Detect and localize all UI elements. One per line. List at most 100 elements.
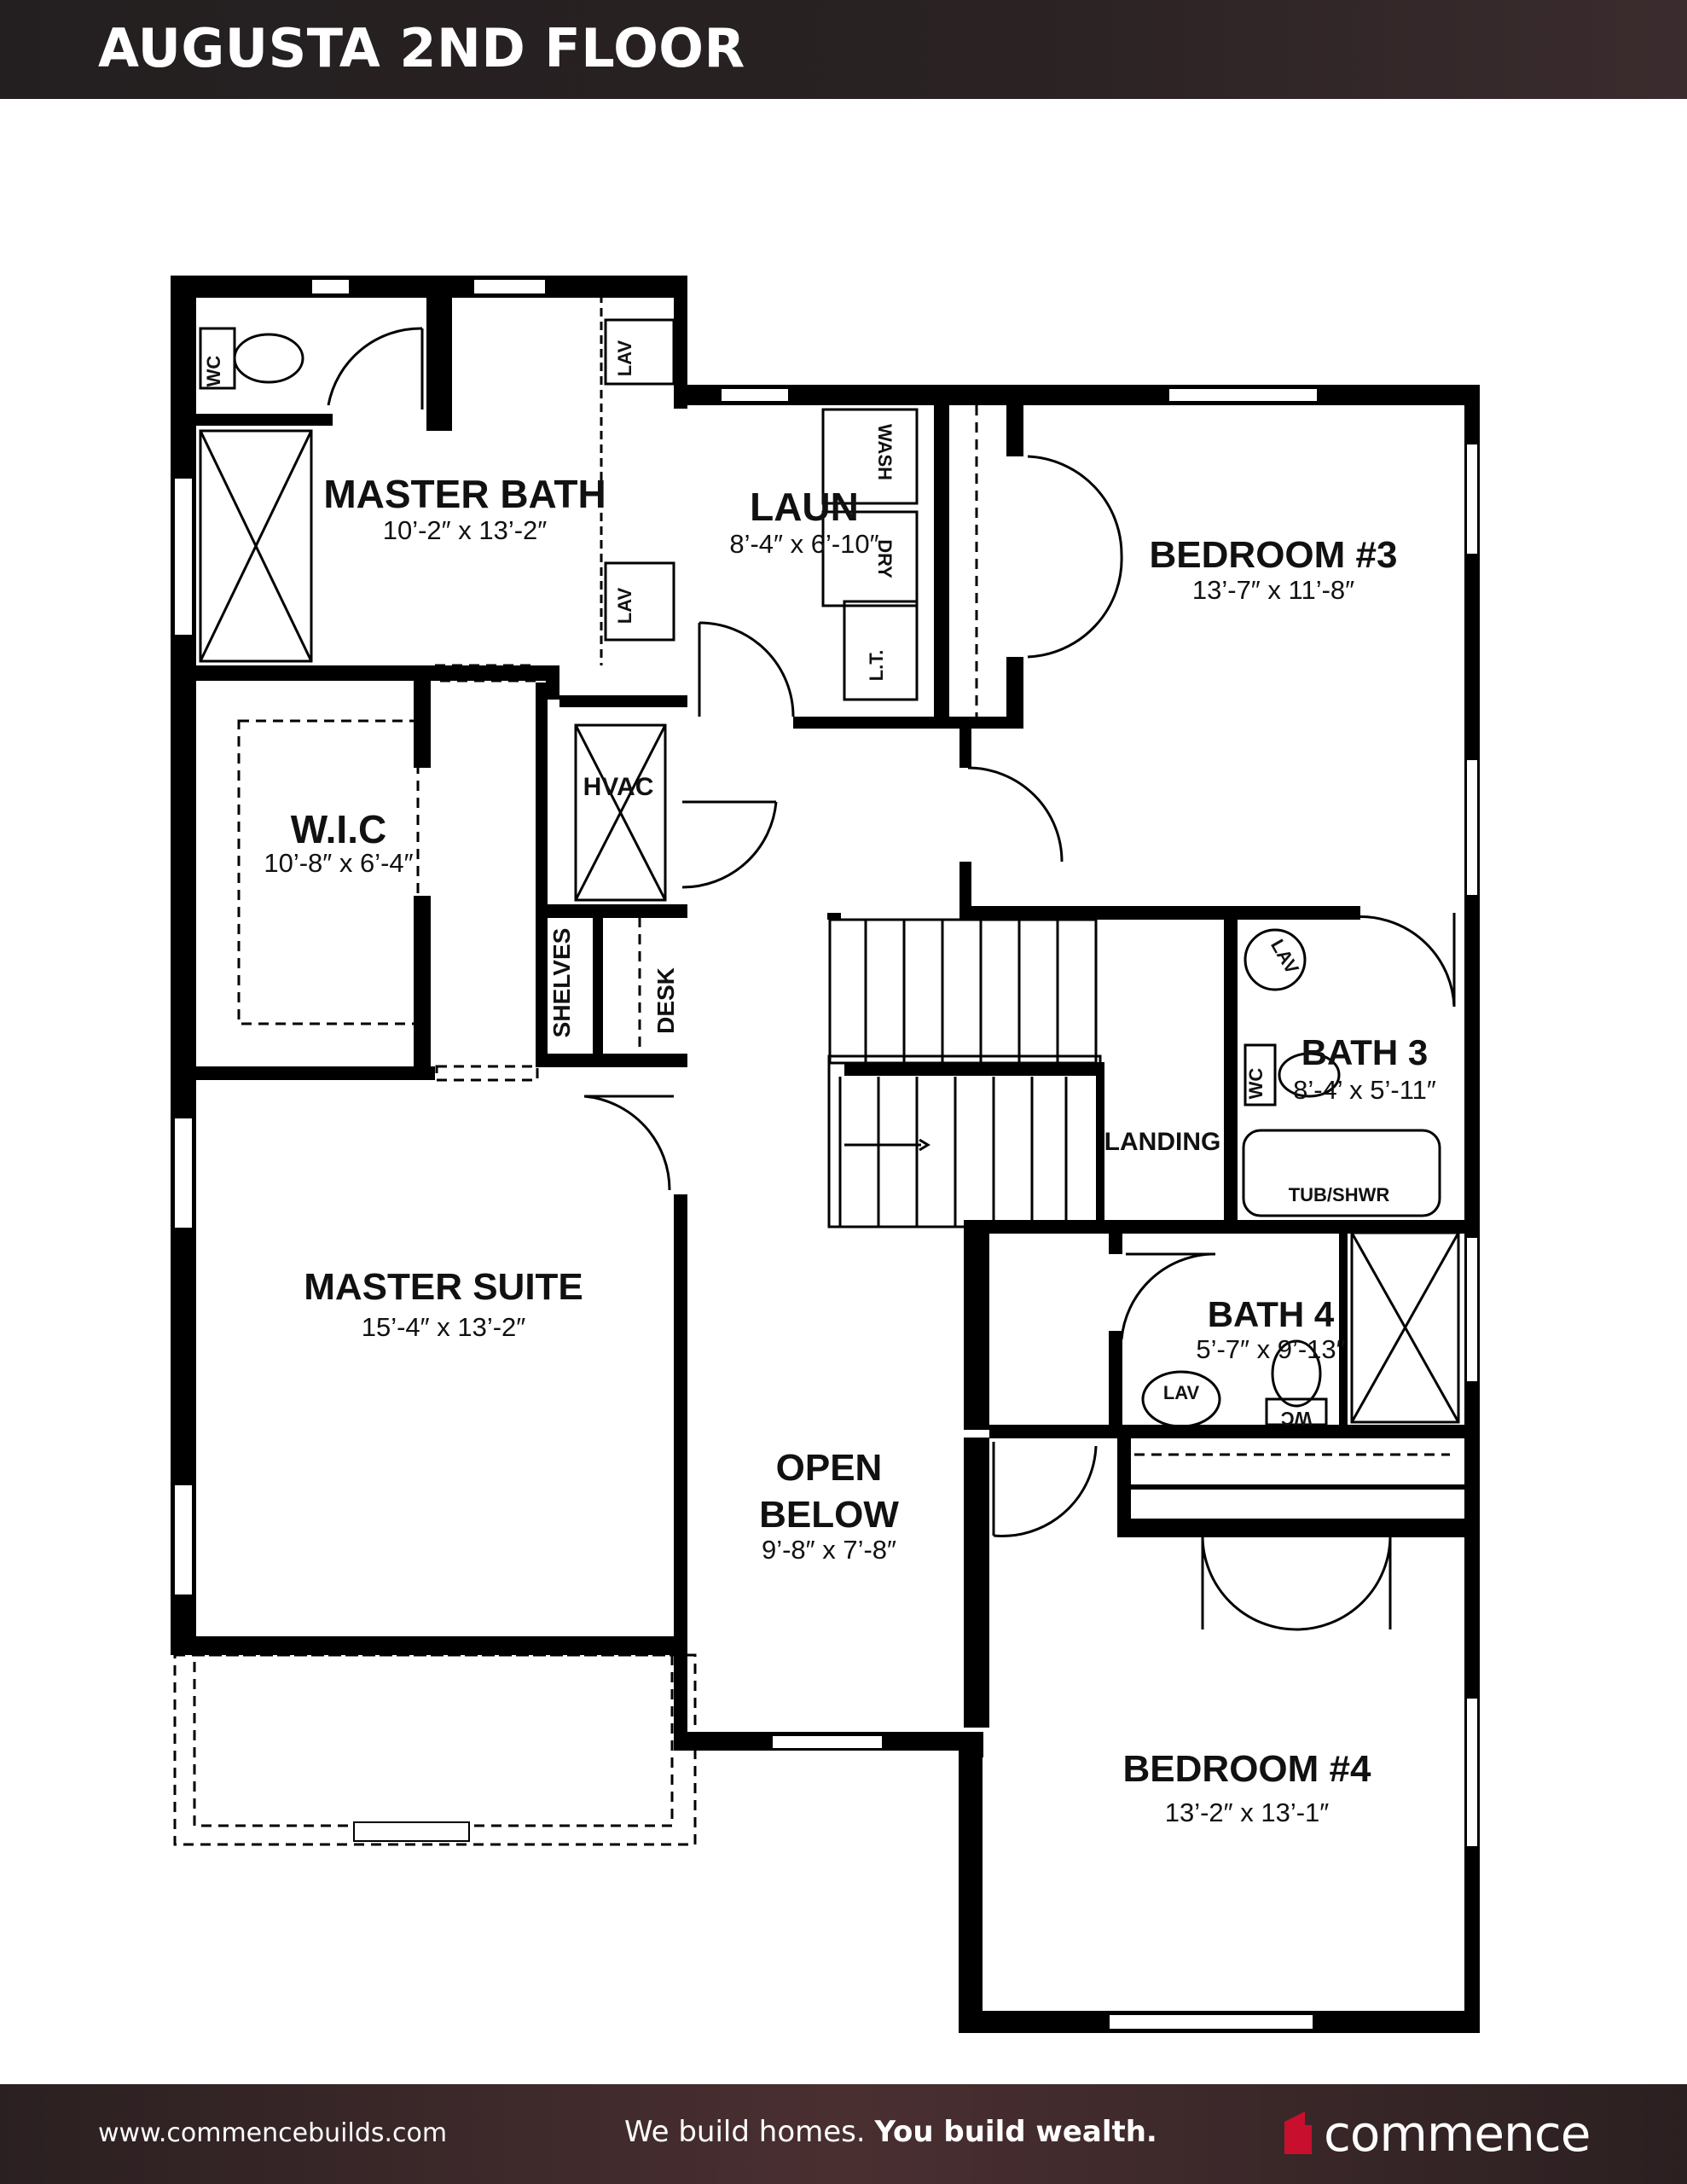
wall bbox=[959, 725, 971, 768]
label-dry: DRY bbox=[874, 539, 896, 578]
wall bbox=[1006, 405, 1023, 456]
wall bbox=[964, 1438, 989, 1728]
room-name-master-bath: MASTER BATH bbox=[323, 472, 606, 516]
label-lav-bath4: LAV bbox=[1163, 1382, 1200, 1403]
deck-outline bbox=[173, 1653, 697, 1846]
label-lav-1: LAV bbox=[614, 340, 635, 376]
room-dims-laun: 8’-4″ x 6’-10″ bbox=[729, 529, 878, 559]
room-dims-bedroom4: 13’-2″ x 13’-1″ bbox=[1165, 1798, 1330, 1827]
window bbox=[1465, 1236, 1479, 1383]
room-name-master-suite: MASTER SUITE bbox=[304, 1266, 583, 1308]
brand-mark-icon bbox=[1284, 2111, 1312, 2154]
wall bbox=[959, 862, 971, 913]
window bbox=[1465, 443, 1479, 555]
window bbox=[173, 477, 194, 636]
page-title: AUGUSTA 2ND FLOOR bbox=[98, 17, 745, 79]
wall bbox=[171, 276, 687, 298]
room-dims-master-bath: 10’-2″ x 13’-2″ bbox=[383, 515, 548, 545]
label-landing: LANDING bbox=[1104, 1128, 1221, 1156]
brand-wordmark: commence bbox=[1324, 2105, 1591, 2163]
room-dims-master-suite: 15’-4″ x 13’-2″ bbox=[362, 1312, 526, 1342]
wall bbox=[414, 665, 431, 768]
label-hvac: HVAC bbox=[583, 773, 654, 801]
room-name-bath3: BATH 3 bbox=[1301, 1032, 1429, 1072]
footer-tagline: We build homes. You build wealth. bbox=[624, 2115, 1157, 2149]
wall bbox=[959, 906, 1360, 920]
label-lav-2: LAV bbox=[614, 587, 635, 624]
toilet-tank bbox=[1244, 1043, 1277, 1107]
label-lt: L.T. bbox=[866, 650, 887, 682]
label-wc-bath4: WC bbox=[1281, 1408, 1313, 1429]
window bbox=[771, 1734, 884, 1750]
wall bbox=[989, 1425, 1480, 1438]
wall bbox=[426, 294, 452, 431]
wall bbox=[844, 1062, 1100, 1076]
room-name-open-below-2: BELOW bbox=[759, 1494, 899, 1536]
deck-window bbox=[353, 1821, 470, 1842]
window bbox=[173, 1117, 194, 1229]
wall bbox=[414, 896, 431, 1066]
window bbox=[310, 278, 351, 295]
wall bbox=[959, 1732, 983, 1757]
lav-sink bbox=[604, 561, 675, 642]
wall bbox=[1339, 1228, 1348, 1433]
lav-bath3 bbox=[1244, 928, 1307, 991]
wall bbox=[196, 1066, 435, 1080]
room-dims-open-below: 9’-8″ x 7’-8″ bbox=[762, 1535, 896, 1565]
wall bbox=[674, 385, 1477, 405]
closet-shelf-outline bbox=[237, 719, 420, 1025]
wall bbox=[559, 695, 687, 707]
wall bbox=[536, 1054, 687, 1067]
window bbox=[1108, 2013, 1314, 2030]
wall bbox=[827, 913, 841, 920]
room-dims-bath4: 5’-7″ x 9’-13″ bbox=[1196, 1334, 1345, 1364]
wall bbox=[1109, 1220, 1122, 1254]
room-name-wic: W.I.C bbox=[291, 807, 386, 851]
door-swing bbox=[327, 327, 423, 406]
wall bbox=[196, 665, 554, 681]
wall bbox=[1224, 906, 1238, 1228]
room-dims-bedroom3: 13’-7″ x 11’-8″ bbox=[1192, 575, 1354, 605]
wall bbox=[196, 414, 333, 426]
room-dims-wic: 10’-8″ x 6’-4″ bbox=[264, 848, 413, 878]
room-name-laun: LAUN bbox=[750, 485, 859, 529]
footer-bar: www.commencebuilds.com We build homes. Y… bbox=[0, 2084, 1687, 2184]
label-wc-bath3: WC bbox=[1245, 1068, 1267, 1100]
wall bbox=[593, 913, 603, 1066]
tagline-bold: You build wealth. bbox=[874, 2115, 1157, 2149]
window bbox=[1465, 758, 1479, 897]
lav-sink bbox=[604, 318, 675, 386]
window bbox=[173, 1484, 194, 1596]
window bbox=[720, 387, 790, 403]
wall bbox=[1117, 1519, 1475, 1537]
label-wc-master: WC bbox=[203, 356, 224, 387]
wall bbox=[1117, 1484, 1475, 1490]
toilet-bowl bbox=[233, 333, 304, 384]
label-shelves: SHELVES bbox=[548, 928, 575, 1038]
footer-url[interactable]: www.commencebuilds.com bbox=[98, 2118, 448, 2148]
wall bbox=[1109, 1331, 1122, 1429]
washer bbox=[821, 408, 919, 505]
wall bbox=[674, 276, 687, 409]
room-name-open-below-1: OPEN bbox=[776, 1447, 883, 1489]
bath4-shower bbox=[1350, 1231, 1460, 1424]
wall bbox=[964, 1220, 989, 1430]
label-desk: DESK bbox=[652, 967, 679, 1034]
wall bbox=[1224, 1220, 1480, 1234]
laundry-tub bbox=[843, 600, 919, 701]
room-name-bedroom4: BEDROOM #4 bbox=[1123, 1748, 1371, 1790]
lav-bath4 bbox=[1141, 1370, 1221, 1428]
wall bbox=[546, 665, 559, 700]
toilet-tank bbox=[1265, 1397, 1328, 1426]
bathtub bbox=[1242, 1129, 1441, 1217]
wall bbox=[536, 682, 548, 1066]
wall bbox=[674, 1194, 687, 1751]
room-name-bedroom3: BEDROOM #3 bbox=[1150, 534, 1398, 576]
hvac-unit bbox=[574, 723, 667, 902]
wall bbox=[548, 904, 687, 918]
toilet-bowl bbox=[1278, 1052, 1341, 1098]
staircase bbox=[827, 918, 1102, 1228]
tagline-normal: We build homes. bbox=[624, 2115, 875, 2149]
window bbox=[1168, 387, 1319, 403]
